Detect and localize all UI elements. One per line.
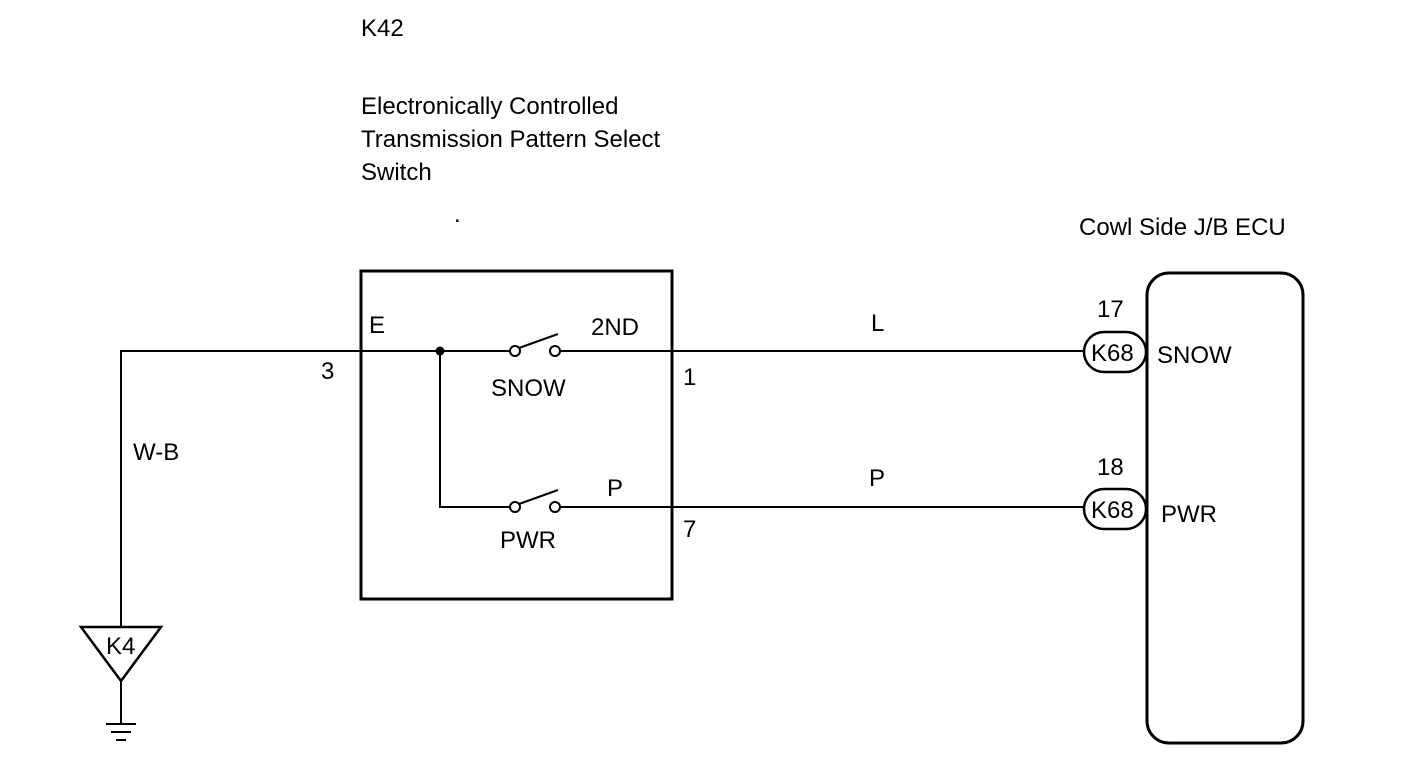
switch-box (359, 269, 674, 601)
pin-pwr-7: 7 (683, 516, 696, 543)
pin-snow-1: 1 (683, 364, 696, 391)
component-name-line-3: Switch (361, 159, 432, 186)
pwr-switch-contact-right (549, 501, 561, 513)
pwr-switch-blade (518, 489, 559, 505)
stray-dot: . (454, 201, 461, 228)
component-name-line-1: Electronically Controlled (361, 93, 618, 120)
connector-k68-snow (1082, 330, 1148, 374)
terminal-2nd-label: 2ND (591, 314, 639, 341)
ecu-snow-label: SNOW (1157, 342, 1232, 369)
ground-icon (106, 723, 136, 741)
connector-k68-pwr (1082, 487, 1148, 531)
switch-pwr-label: PWR (500, 527, 556, 554)
pwr-switch-contact-left (509, 501, 521, 513)
junction-dot (435, 346, 445, 356)
connector-k68-pwr-label: K68 (1091, 497, 1134, 524)
component-code: K42 (361, 15, 404, 42)
snow-switch-contact-right (549, 345, 561, 357)
component-name-line-2: Transmission Pattern Select (361, 126, 661, 153)
ground-wire (120, 350, 440, 626)
ecu-pwr-label: PWR (1161, 501, 1217, 528)
wire-color-p: P (869, 465, 885, 492)
snow-switch-blade (518, 333, 559, 349)
wire-color-wb: W-B (133, 439, 179, 466)
ecu-pin-17: 17 (1097, 296, 1124, 323)
terminal-p-label: P (607, 475, 623, 502)
connector-k68-snow-label: K68 (1091, 340, 1134, 367)
switch-snow-label: SNOW (491, 375, 566, 402)
ground-point-triangle (78, 625, 164, 684)
pwr-branch-wire (439, 351, 510, 508)
ecu-pin-18: 18 (1097, 454, 1124, 481)
wire-color-l: L (871, 310, 884, 337)
ground-point-label: K4 (106, 633, 135, 660)
pin-left-3: 3 (321, 358, 334, 385)
terminal-e-label: E (369, 312, 385, 339)
snow-switch-contact-left (509, 345, 521, 357)
ecu-title: Cowl Side J/B ECU (1079, 214, 1286, 241)
